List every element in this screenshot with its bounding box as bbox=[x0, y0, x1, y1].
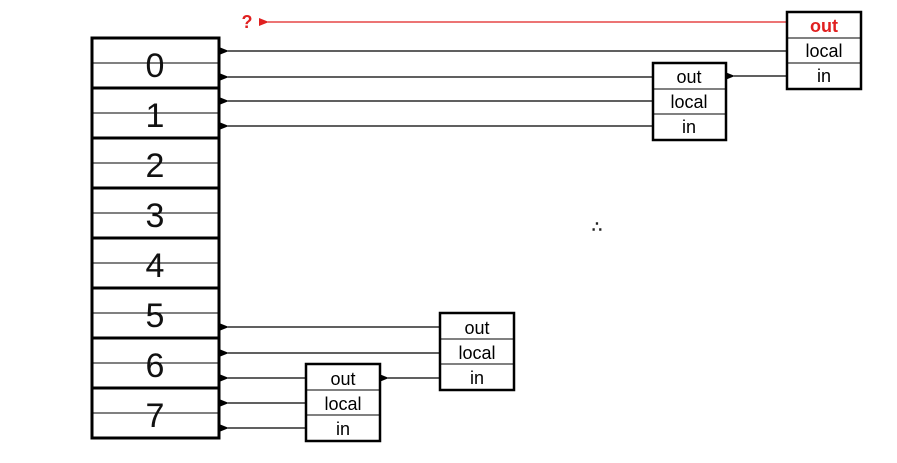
window-local-label: local bbox=[458, 343, 495, 363]
window-mid: out local in bbox=[438, 311, 516, 392]
register-row-3: 3 bbox=[90, 186, 221, 240]
window-out-label: out bbox=[676, 67, 701, 87]
register-row-6: 6 bbox=[90, 336, 221, 390]
register-row-1: 1 bbox=[90, 86, 221, 140]
register-row-0: 0 bbox=[90, 36, 221, 90]
window-second: out local in bbox=[651, 61, 728, 142]
overflow-question-mark: ? bbox=[242, 12, 253, 32]
register-row-label: 3 bbox=[146, 197, 165, 235]
window-bottom: out local in bbox=[304, 362, 382, 443]
window-out-label: out bbox=[330, 369, 355, 389]
register-row-5: 5 bbox=[90, 286, 221, 340]
window-out-label: out bbox=[810, 16, 838, 36]
mapping-arrows bbox=[219, 47, 787, 432]
register-row-label: 7 bbox=[146, 397, 165, 435]
register-row-4: 4 bbox=[90, 236, 221, 290]
window-in-label: in bbox=[682, 117, 696, 137]
register-row-label: 6 bbox=[146, 347, 165, 385]
register-row-label: 0 bbox=[146, 47, 165, 85]
register-row-label: 1 bbox=[146, 97, 165, 135]
window-local-label: local bbox=[324, 394, 361, 414]
overflow-indicator: ? bbox=[242, 12, 787, 32]
window-top: out local in bbox=[785, 10, 863, 91]
window-out-label: out bbox=[464, 318, 489, 338]
register-row-label: 5 bbox=[146, 297, 165, 335]
window-in-label: in bbox=[470, 368, 484, 388]
register-file: 0 1 2 3 4 5 6 bbox=[90, 36, 221, 440]
window-in-label: in bbox=[336, 419, 350, 439]
window-local-label: local bbox=[805, 41, 842, 61]
register-row-label: 4 bbox=[146, 247, 165, 285]
window-local-label: local bbox=[670, 92, 707, 112]
window-in-label: in bbox=[817, 66, 831, 86]
ellipsis-marker: ∴ bbox=[592, 219, 602, 236]
register-row-label: 2 bbox=[146, 147, 165, 185]
register-row-2: 2 bbox=[90, 136, 221, 190]
register-row-7: 7 bbox=[90, 386, 221, 440]
